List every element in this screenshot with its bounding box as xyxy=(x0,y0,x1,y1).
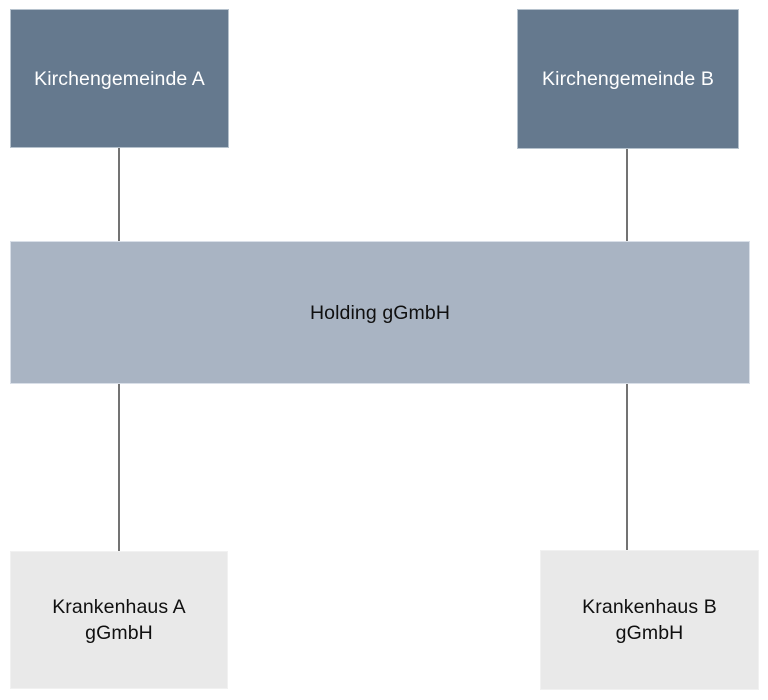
node-holding-ggmbh: Holding gGmbH xyxy=(10,241,750,384)
node-kirchengemeinde-b-label: Kirchengemeinde B xyxy=(542,68,714,90)
connector-kirchengemeinde-b-to-holding xyxy=(626,149,628,241)
connector-kirchengemeinde-a-to-holding xyxy=(118,148,120,241)
node-holding-label: Holding gGmbH xyxy=(309,301,451,324)
node-krankenhaus-b-label: Krankenhaus B gGmbH xyxy=(582,596,717,644)
node-kirchengemeinde-b: Kirchengemeinde B xyxy=(517,9,739,149)
connector-holding-to-krankenhaus-a xyxy=(118,384,120,551)
node-kirchengemeinde-a-label: Kirchengemeinde A xyxy=(34,67,205,90)
node-krankenhaus-b: Krankenhaus B gGmbH xyxy=(540,550,759,690)
connector-holding-to-krankenhaus-b xyxy=(626,384,628,550)
node-krankenhaus-a: Krankenhaus A gGmbH xyxy=(10,551,228,689)
node-kirchengemeinde-a: Kirchengemeinde A xyxy=(10,9,229,148)
node-krankenhaus-a-label: Krankenhaus A gGmbH xyxy=(52,596,186,644)
